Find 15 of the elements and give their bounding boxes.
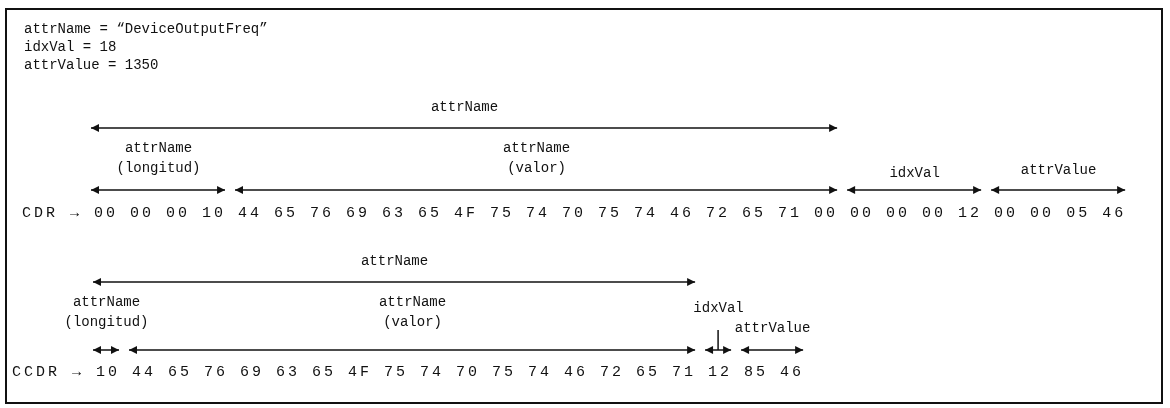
byte-sequence: CDR → 00 00 00 10 44 65 76 69 63 65 4F 75 74 70 75 74 46 72 65 71 00 00 00 00 12 00 00 05 46 <box>22 205 1127 223</box>
field-label: attrName (valor) <box>377 293 448 332</box>
field-label: attrName (longitud) <box>63 293 150 332</box>
field-label: attrName (longitud) <box>115 139 202 178</box>
field-label: idxVal <box>693 299 744 318</box>
definition-text: attrName = “DeviceOutputFreq” <box>24 21 268 38</box>
field-label: attrName (valor) <box>501 139 572 178</box>
definition-text: attrValue = 1350 <box>24 57 159 74</box>
byte-sequence: CCDR → 10 44 65 76 69 63 65 4F 75 74 70 75 74 46 72 65 71 12 85 46 <box>12 364 805 382</box>
field-label: attrName <box>430 98 499 117</box>
field-label: attrName <box>360 252 429 271</box>
field-label: idxVal <box>889 164 940 183</box>
field-label: attrValue <box>734 319 811 338</box>
field-label: attrValue <box>1020 161 1097 180</box>
definition-text: idxVal = 18 <box>24 39 117 56</box>
